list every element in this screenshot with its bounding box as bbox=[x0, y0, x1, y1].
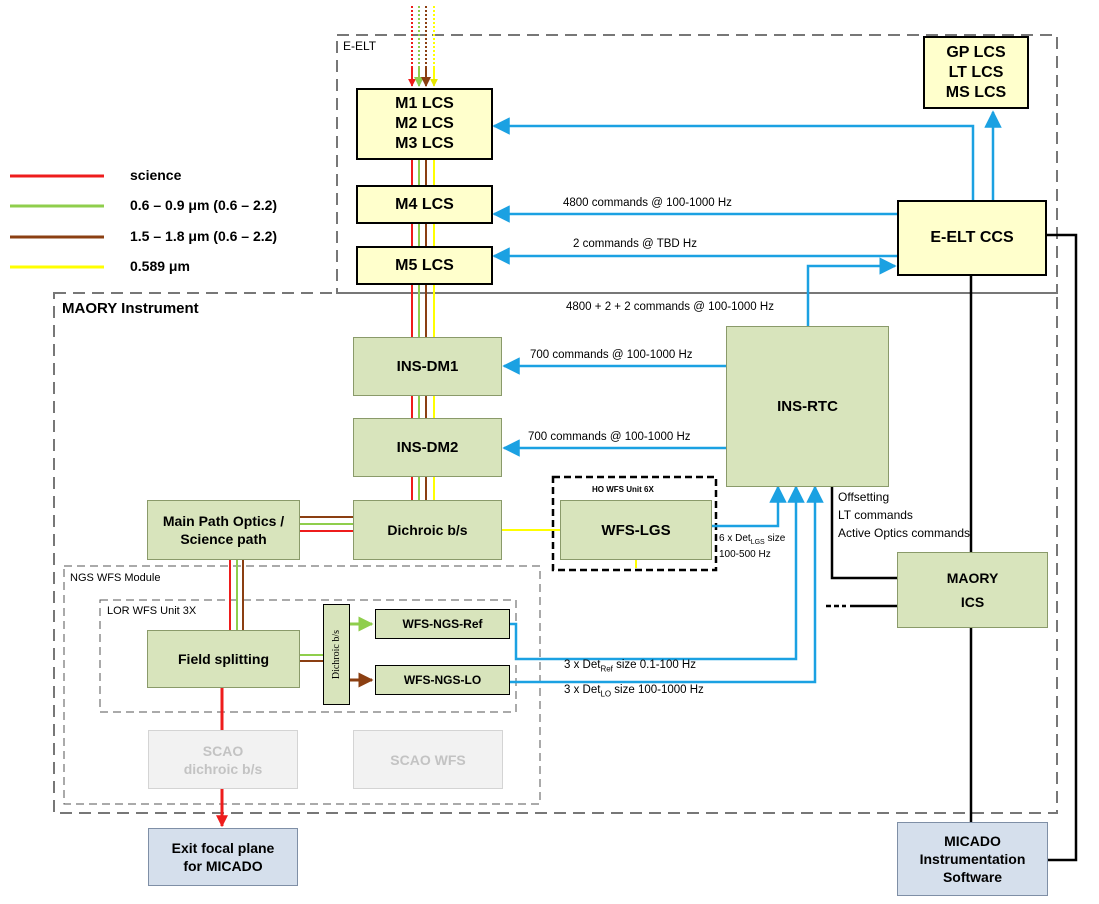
ins-dm1-box: INS-DM1 bbox=[353, 337, 502, 396]
eelt-ccs-box: E-ELT CCS bbox=[897, 200, 1047, 276]
maory-frame bbox=[53, 292, 1058, 814]
m5-lcs-box: M5 LCS bbox=[356, 246, 493, 285]
dichroic-bs-box: Dichroic b/s bbox=[353, 500, 502, 560]
m4-lcs-label: M4 LCS bbox=[395, 195, 454, 213]
legend-lgs: 0.589 μm bbox=[130, 258, 190, 274]
ngs-frame bbox=[63, 565, 541, 805]
ngs-ref-detector-label: 3 x DetRef size 0.1-100 Hz bbox=[564, 659, 696, 673]
ngs-ref-subscript: Ref bbox=[600, 664, 613, 674]
eelt-ccs-label: E-ELT CCS bbox=[930, 229, 1014, 246]
micado-software-label-1: MICADO bbox=[944, 833, 1001, 849]
ics-note-active-optics: Active Optics commands bbox=[838, 526, 971, 540]
wfs-lgs-label: WFS-LGS bbox=[601, 521, 671, 539]
field-splitting-label: Field splitting bbox=[178, 651, 269, 667]
ngs-lo-subscript: LO bbox=[600, 689, 612, 699]
wfs-ngs-lo-label: WFS-NGS-LO bbox=[403, 673, 482, 687]
lt-lcs-label: LT LCS bbox=[948, 63, 1004, 81]
maory-ics-box: MAORY ICS bbox=[897, 552, 1048, 628]
ngs-lo-suffix: size 100-1000 Hz bbox=[611, 684, 704, 696]
exit-focal-plane-label-1: Exit focal plane bbox=[171, 840, 275, 856]
lgs-detector-prefix: 6 x Det bbox=[719, 533, 751, 544]
m4-command-label: 4800 commands @ 100-1000 Hz bbox=[563, 197, 732, 209]
science-path-label: Science path bbox=[180, 531, 267, 547]
exit-focal-plane-label-2: for MICADO bbox=[183, 858, 263, 874]
m1-lcs-label: M1 LCS bbox=[395, 95, 454, 112]
ics-notes: Offsetting LT commands Active Optics com… bbox=[838, 488, 970, 542]
ho-frame-title: HO WFS Unit 6X bbox=[592, 485, 654, 494]
gp-lt-ms-lcs-box: GP LCS LT LCS MS LCS bbox=[923, 36, 1029, 109]
legend-brown: 1.5 – 1.8 μm (0.6 – 2.2) bbox=[130, 228, 278, 244]
lgs-detector-suffix: size bbox=[764, 533, 786, 544]
m123-lcs-box: M1 LCS M2 LCS M3 LCS bbox=[356, 88, 493, 160]
eelt-frame bbox=[336, 34, 1058, 294]
main-path-optics-box: Main Path Optics / Science path bbox=[147, 500, 300, 560]
scao-dichroic-label-2: dichroic b/s bbox=[183, 760, 263, 777]
m3-lcs-label: M3 LCS bbox=[395, 135, 454, 152]
dm2-command-label: 700 commands @ 100-1000 Hz bbox=[528, 431, 691, 443]
ngs-ref-suffix: size 0.1-100 Hz bbox=[612, 659, 696, 671]
dichroic-vertical-box: Dichroic b/s bbox=[323, 604, 350, 705]
ins-rtc-box: INS-RTC bbox=[726, 326, 889, 487]
m5-lcs-label: M5 LCS bbox=[395, 256, 454, 274]
ho-frame bbox=[551, 475, 718, 572]
scao-wfs-box: SCAO WFS bbox=[353, 730, 503, 789]
ngs-lo-prefix: 3 x Det bbox=[564, 684, 601, 696]
ngs-frame-title: NGS WFS Module bbox=[70, 572, 161, 584]
ins-rtc-label: INS-RTC bbox=[777, 398, 838, 415]
m5-command-label: 2 commands @ TBD Hz bbox=[573, 238, 697, 250]
lgs-detector-label: 6 x DetLGS size bbox=[719, 533, 785, 546]
ins-dm2-box: INS-DM2 bbox=[353, 418, 502, 477]
scao-dichroic-box: SCAO dichroic b/s bbox=[148, 730, 298, 789]
dichroic-bs-label: Dichroic b/s bbox=[387, 522, 468, 538]
main-path-optics-label: Main Path Optics / bbox=[162, 513, 285, 529]
wfs-ngs-ref-box: WFS-NGS-Ref bbox=[375, 609, 510, 639]
ngs-ref-prefix: 3 x Det bbox=[564, 659, 601, 671]
micado-software-box: MICADO Instrumentation Software bbox=[897, 822, 1048, 896]
maory-ics-label-1: MAORY bbox=[946, 570, 999, 586]
gp-lcs-label: GP LCS bbox=[946, 43, 1006, 61]
scao-dichroic-label-1: SCAO bbox=[202, 742, 244, 759]
legend-science: science bbox=[130, 167, 182, 183]
exit-focal-plane-box: Exit focal plane for MICADO bbox=[148, 828, 298, 886]
maory-ics-label-2: ICS bbox=[960, 594, 985, 610]
ms-lcs-label: MS LCS bbox=[945, 83, 1007, 101]
wfs-lgs-box: WFS-LGS bbox=[560, 500, 712, 560]
dichroic-vertical-label: Dichroic b/s bbox=[331, 629, 342, 680]
legend-nir: 0.6 – 0.9 μm (0.6 – 2.2) bbox=[130, 197, 278, 213]
ngs-lo-detector-label: 3 x DetLO size 100-1000 Hz bbox=[564, 684, 704, 698]
m4-lcs-box: M4 LCS bbox=[356, 185, 493, 224]
field-splitting-box: Field splitting bbox=[147, 630, 300, 688]
lor-frame-title: LOR WFS Unit 3X bbox=[107, 605, 197, 617]
eelt-frame-title: E-ELT bbox=[343, 39, 377, 53]
maory-frame-title: MAORY Instrument bbox=[62, 300, 199, 317]
ins-dm1-label: INS-DM1 bbox=[396, 358, 459, 375]
wfs-ngs-lo-box: WFS-NGS-LO bbox=[375, 665, 510, 695]
wfs-ngs-ref-label: WFS-NGS-Ref bbox=[402, 617, 483, 631]
rtc-ccs-command-label: 4800 + 2 + 2 commands @ 100-1000 Hz bbox=[566, 301, 774, 313]
scao-wfs-label: SCAO WFS bbox=[390, 751, 466, 768]
micado-software-label-2: Instrumentation bbox=[919, 851, 1026, 867]
lgs-rate-label: 100-500 Hz bbox=[719, 549, 771, 560]
lgs-detector-subscript: LGS bbox=[750, 539, 765, 546]
ics-note-lt-commands: LT commands bbox=[838, 508, 913, 522]
dm1-command-label: 700 commands @ 100-1000 Hz bbox=[530, 349, 693, 361]
ics-note-offsetting: Offsetting bbox=[838, 490, 890, 504]
micado-software-label-3: Software bbox=[942, 869, 1003, 885]
m2-lcs-label: M2 LCS bbox=[395, 115, 454, 132]
ins-dm2-label: INS-DM2 bbox=[396, 439, 459, 456]
